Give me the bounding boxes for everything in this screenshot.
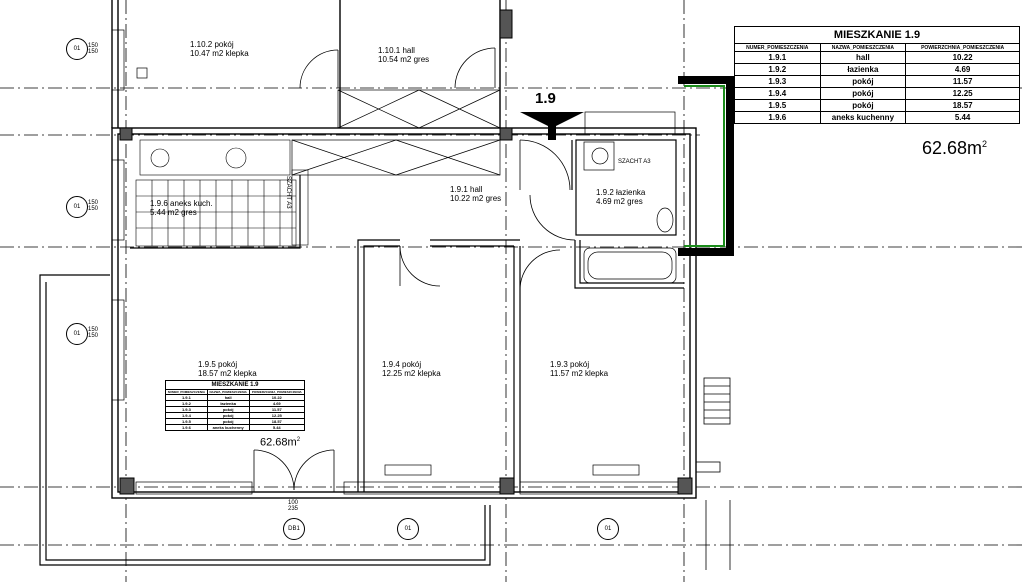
schedule-cell-num: 1.9.6 — [165, 424, 208, 431]
schedule-total-value: 62.68m — [922, 138, 983, 158]
room-area: 5.44 m2 gres — [150, 208, 197, 217]
window-tag-dims: 150 150 — [88, 200, 99, 212]
schedule-total-exp: 2 — [982, 139, 988, 149]
door-tag-dims: 100 235 — [288, 500, 299, 512]
room-name: 1.10.1 hall — [378, 46, 415, 55]
schedule-title: MIESZKANIE 1.9 — [734, 26, 1020, 44]
schedule-header: NUMER_POMIESZCZENIA — [734, 43, 821, 52]
room-area: 12.25 m2 klepka — [382, 369, 441, 378]
window-tag-dims: 150 150 — [88, 43, 99, 55]
window-tag: 01 — [597, 518, 619, 540]
schedule-cell-name: aneks kuchenny — [819, 111, 907, 124]
schedule-cell-name: pokój — [819, 75, 907, 88]
window-tag: 01 — [397, 518, 419, 540]
schedule-header: NAZWA_POMIESZCZENIA — [819, 43, 907, 52]
room-label-1-9-5: 1.9.5 pokój 18.57 m2 klepka — [198, 360, 257, 378]
mini-total-exp: 2 — [296, 437, 301, 443]
unit-number: 1.9 — [535, 90, 556, 107]
room-label-1-9-4: 1.9.4 pokój 12.25 m2 klepka — [382, 360, 441, 378]
schedule-cell-area: 5.44 — [248, 424, 306, 431]
room-name: 1.9.2 łazienka — [596, 188, 646, 197]
schedule-cell-area: 4.69 — [905, 63, 1020, 76]
schedule-cell-num: 1.9.4 — [734, 87, 821, 100]
room-area: 10.47 m2 klepka — [190, 49, 249, 58]
schedule-cell-num: 1.9.1 — [734, 51, 821, 64]
schedule-header: NAZWA_POMIESZCZENIA — [206, 389, 250, 395]
room-label-1-9-6: 1.9.6 aneks kuch. 5.44 m2 gres — [150, 199, 213, 217]
interior-walls — [130, 139, 684, 492]
room-name: 1.9.4 pokój — [382, 360, 422, 369]
room-label-1-9-2: 1.9.2 łazienka 4.69 m2 gres — [596, 188, 645, 206]
room-label-1-9-3: 1.9.3 pokój 11.57 m2 klepka — [550, 360, 608, 378]
window-tag: 01 — [66, 323, 88, 345]
schedule-cell-name: pokój — [819, 87, 907, 100]
windows — [111, 29, 681, 495]
mini-schedule-total: 62.68m2 — [260, 434, 300, 449]
schedule-cell-num: 1.9.5 — [734, 99, 821, 112]
schedule-cell-area: 11.57 — [905, 75, 1020, 88]
room-label-1-10-1: 1.10.1 hall 10.54 m2 gres — [378, 46, 429, 64]
schedule-cell-area: 12.25 — [905, 87, 1020, 100]
schedule-cell-name: pokój — [819, 99, 907, 112]
mini-total-value: 62.68m — [260, 436, 297, 449]
room-label-1-10-2: 1.10.2 pokój 10.47 m2 klepka — [190, 40, 249, 58]
shaft-label: SZACHT A3 — [618, 159, 651, 165]
schedule-cell-area: 5.44 — [905, 111, 1020, 124]
loggia-wall — [678, 76, 734, 256]
upper-closet — [291, 89, 501, 176]
room-area: 18.57 m2 klepka — [198, 369, 257, 378]
room-area: 11.57 m2 klepka — [550, 369, 609, 378]
kitchen-tiles — [135, 139, 309, 247]
schedule-header: POWIERZCHNIA_POMIESZCZENIA — [248, 389, 306, 395]
schedule-cell-num: 1.9.2 — [734, 63, 821, 76]
room-area: 4.69 m2 gres — [596, 197, 643, 206]
room-schedule-table: MIESZKANIE 1.9 NUMER_POMIESZCZENIA NAZWA… — [734, 26, 1020, 124]
schedule-title: MIESZKANIE 1.9 — [165, 380, 305, 390]
balcony-outline — [39, 274, 491, 566]
room-name: 1.10.2 pokój — [190, 40, 234, 49]
schedule-cell-num: 1.9.3 — [734, 75, 821, 88]
mini-room-schedule-table: MIESZKANIE 1.9 NUMER_POMIESZCZENIA NAZWA… — [165, 380, 306, 431]
schedule-total: 62.68m2 — [922, 138, 987, 159]
room-name: 1.9.3 pokój — [550, 360, 590, 369]
door-tag: DB1 — [283, 518, 305, 540]
room-name: 1.9.1 hall — [450, 185, 483, 194]
bathroom-fixtures — [583, 111, 677, 284]
adjacent-unit — [695, 377, 731, 570]
columns — [119, 9, 693, 495]
schedule-header: NUMER_POMIESZCZENIA — [165, 389, 208, 395]
window-tag: 01 — [66, 196, 88, 218]
schedule-cell-area: 10.22 — [905, 51, 1020, 64]
schedule-cell-name: aneks kuchenny — [206, 424, 250, 431]
unit-entry-marker — [520, 112, 584, 140]
shaft-label: SZACHT A3 — [285, 176, 291, 209]
schedule-cell-num: 1.9.6 — [734, 111, 821, 124]
room-name: 1.9.5 pokój — [198, 360, 238, 369]
window-tag: 01 — [66, 38, 88, 60]
schedule-cell-name: hall — [819, 51, 907, 64]
schedule-header: POWIERZCHNIA_POMIESZCZENIA — [905, 43, 1020, 52]
room-label-1-9-1: 1.9.1 hall 10.22 m2 gres — [450, 185, 501, 203]
door-swings — [253, 47, 576, 492]
room-name: 1.9.6 aneks kuch. — [150, 199, 213, 208]
room-area: 10.22 m2 gres — [450, 194, 502, 203]
schedule-cell-name: łazienka — [819, 63, 907, 76]
window-tag-dims: 150 150 — [88, 327, 99, 339]
schedule-cell-area: 18.57 — [905, 99, 1020, 112]
room-area: 10.54 m2 gres — [378, 55, 430, 64]
